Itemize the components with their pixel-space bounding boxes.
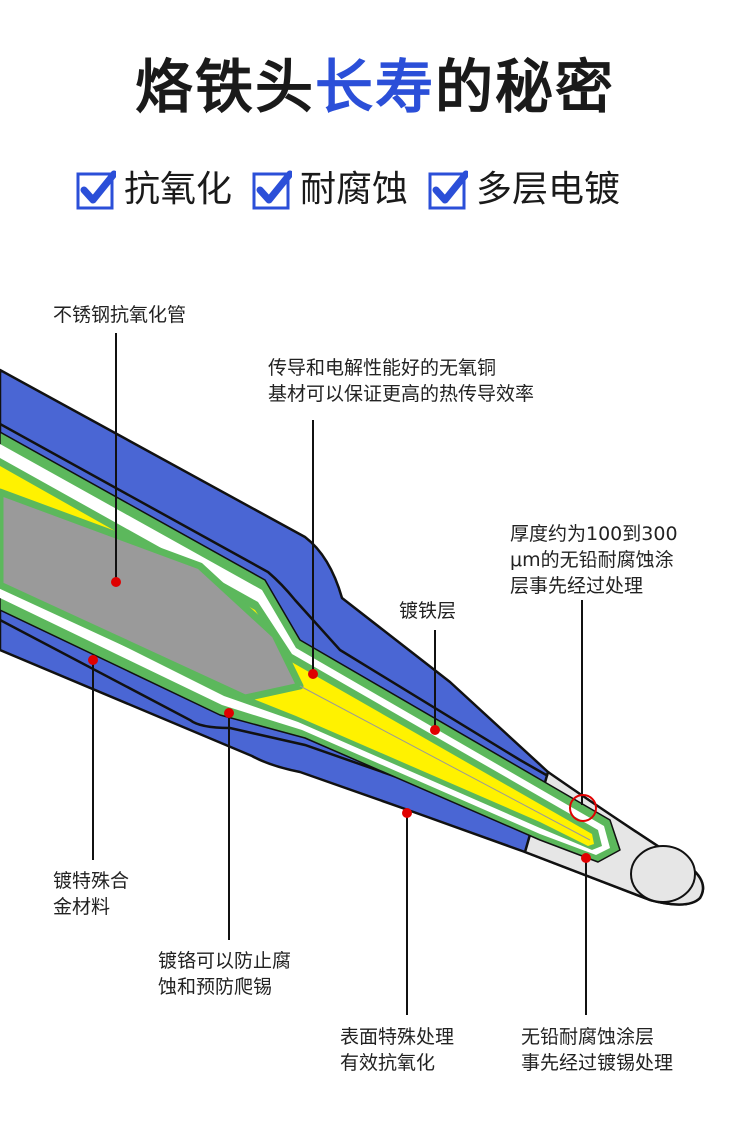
coating-highlight-circle [569, 794, 597, 822]
page-title: 烙铁头长寿的秘密 [0, 52, 750, 122]
marker-dot [111, 577, 121, 587]
center-line [299, 685, 591, 841]
marker-dot [224, 708, 234, 718]
title-highlight: 长寿 [314, 53, 435, 121]
feature-item: 多层电镀 [428, 168, 620, 212]
inner-boundary [0, 422, 549, 778]
feature-label: 多层电镀 [476, 169, 621, 210]
feature-item: 抗氧化 [76, 168, 232, 212]
label-alloy: 镀特殊合 金材料 [53, 870, 130, 918]
checkbox-checked-icon [76, 170, 116, 210]
label-stainless-tube: 不锈钢抗氧化管 [53, 304, 187, 326]
inner-boundary-lower [0, 618, 561, 834]
label-leadfree: 无铅耐腐蚀涂层 事先经过镀锡处理 [521, 1026, 674, 1074]
tip-end [630, 845, 696, 903]
checkbox-checked-icon [252, 170, 293, 210]
label-surface: 表面特殊处理 有效抗氧化 [340, 1026, 455, 1074]
checkbox-checked-icon [428, 170, 469, 210]
feature-item: 耐腐蚀 [252, 168, 408, 212]
feature-list: 抗氧化 耐腐蚀 多层电镀 [76, 168, 640, 212]
label-iron-layer: 镀铁层 [399, 600, 457, 622]
leader-lines [92, 333, 587, 1015]
feature-label: 耐腐蚀 [300, 169, 409, 210]
title-part2: 的秘密 [435, 53, 616, 121]
markers [88, 577, 591, 863]
label-chrome: 镀铬可以防止腐 蚀和预防爬锡 [158, 950, 292, 998]
marker-dot [581, 853, 591, 863]
marker-dot [88, 655, 98, 665]
marker-dot [430, 725, 440, 735]
label-copper-base: 传导和电解性能好的无氧铜 基材可以保证更高的热传导效率 [268, 357, 535, 405]
title-part1: 烙铁头 [134, 53, 315, 121]
feature-label: 抗氧化 [124, 169, 233, 210]
marker-dot [308, 669, 318, 679]
label-thickness: 厚度约为100到300 μm的无铅耐腐蚀涂 层事先经过处理 [510, 523, 678, 597]
marker-dot [402, 808, 412, 818]
